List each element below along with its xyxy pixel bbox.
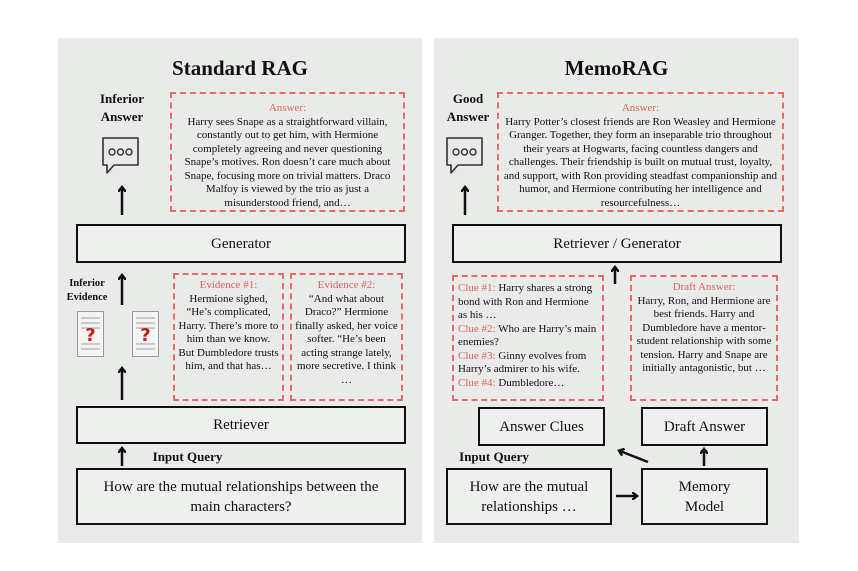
document-question-icon: ? xyxy=(132,311,159,357)
standard-rag-title: Standard RAG xyxy=(172,56,308,80)
arrow-up-icon xyxy=(0,0,1,284)
arrow-up-icon xyxy=(0,0,1,215)
clue-2: Clue #2: Who are Harry’s main enemies? xyxy=(458,322,597,349)
good-answer-box: Answer: Harry Potter’s closest friends a… xyxy=(497,92,784,212)
arrow-up-icon xyxy=(0,0,1,215)
draft-answer-box: Draft Answer: Harry, Ron, and Hermione a… xyxy=(630,275,778,401)
inferior-evidence-label: Inferior Evidence xyxy=(66,278,108,303)
memorag-panel xyxy=(434,38,799,543)
chat-bubble-icon xyxy=(102,137,139,174)
answer-text: Harry sees Snape as a straightforward vi… xyxy=(184,115,391,209)
clue-1: Clue #1: Harry shares a strong bond with… xyxy=(458,282,593,321)
arrow-right-icon xyxy=(0,0,1,1)
clues-box: Clue #1: Harry shares a strong bond with… xyxy=(452,275,604,401)
memory-model-box: Memory Model xyxy=(641,468,768,525)
draft-text: Harry, Ron, and Hermione are best friend… xyxy=(636,294,772,375)
answer-text: Harry Potter’s closest friends are Ron W… xyxy=(503,115,778,209)
chat-bubble-icon xyxy=(446,137,483,174)
memorag-title: MemoRAG xyxy=(564,56,669,80)
inferior-answer-label: Inferior Answer xyxy=(99,91,145,124)
query-box: How are the mutual relationships between… xyxy=(76,468,406,525)
input-query-label: Input Query xyxy=(152,449,223,464)
good-answer-label: Good Answer xyxy=(446,91,490,124)
evidence-text: “And what about Draco?” Hermione finally… xyxy=(295,292,398,386)
inferior-answer-box: Answer: Harry sees Snape as a straightfo… xyxy=(170,92,405,212)
evidence-text: Hermione sighed, “He’s complicated, Harr… xyxy=(178,292,279,373)
answer-clues-box: Answer Clues xyxy=(478,407,605,446)
clue-4: Clue #4: Dumbledore… xyxy=(458,376,565,389)
draft-answer-label-box: Draft Answer xyxy=(641,407,768,446)
arrow-up-icon xyxy=(0,0,1,466)
answer-heading: Answer: xyxy=(621,102,660,114)
standard-rag-panel xyxy=(58,38,422,543)
arrow-up-icon xyxy=(0,0,1,305)
clue-3: Clue #3: Ginny evolves from Harry’s admi… xyxy=(458,349,587,376)
evidence-box-1: Evidence #1: Hermione sighed, “He’s comp… xyxy=(173,273,284,401)
svg-text:?: ? xyxy=(140,325,150,346)
evidence-heading: Evidence #2: xyxy=(317,279,376,291)
answer-heading: Answer: xyxy=(268,102,307,114)
evidence-heading: Evidence #1: xyxy=(199,279,258,291)
retriever-box: Retriever xyxy=(76,406,406,444)
evidence-box-2: Evidence #2: “And what about Draco?” Her… xyxy=(290,273,403,401)
arrow-up-icon xyxy=(0,0,1,466)
arrow-up-icon xyxy=(0,0,1,400)
draft-heading: Draft Answer: xyxy=(672,281,736,293)
arrow-diagonal-icon xyxy=(0,0,649,464)
query-box: How are the mutual relationships … xyxy=(446,468,612,525)
generator-box: Generator xyxy=(76,224,406,263)
document-question-icon: ? xyxy=(77,311,104,357)
input-query-label: Input Query xyxy=(459,449,529,464)
svg-text:?: ? xyxy=(85,325,95,346)
retriever-generator-box: Retriever / Generator xyxy=(452,224,782,263)
